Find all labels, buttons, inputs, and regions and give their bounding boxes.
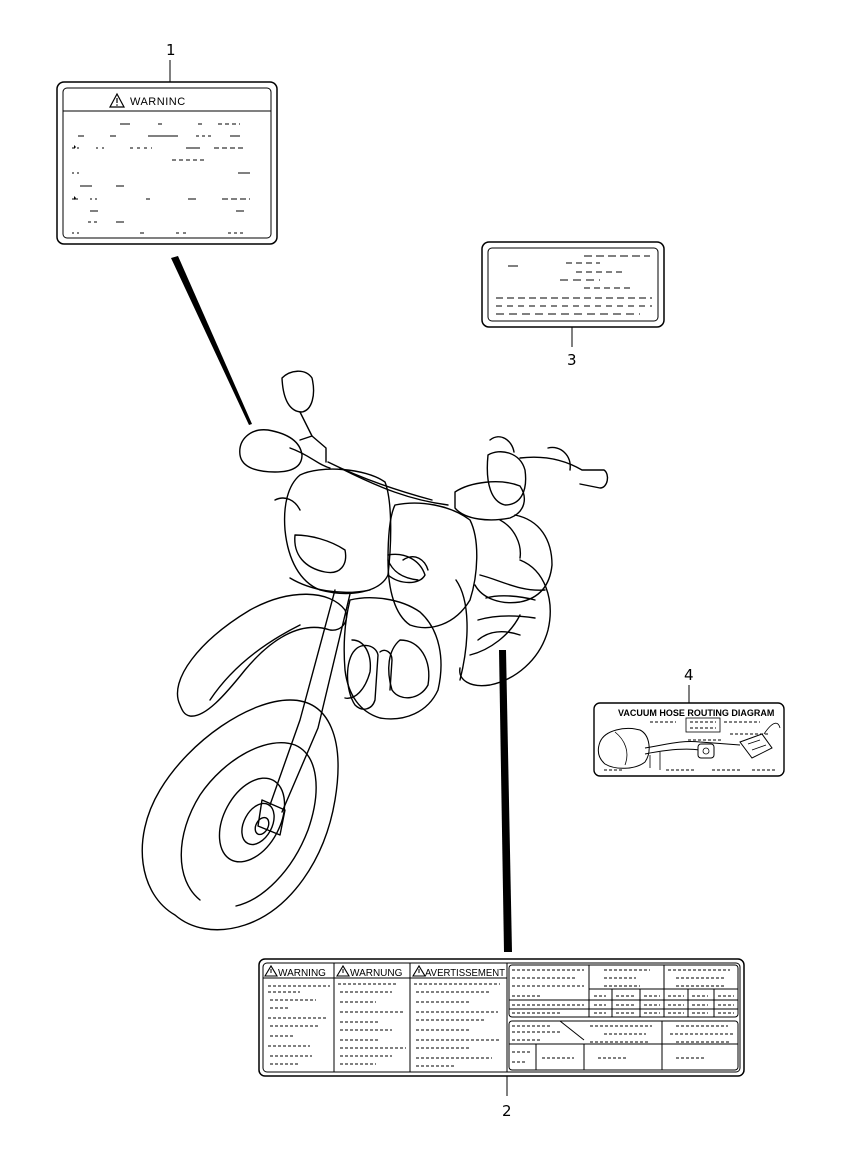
label-2-text-lines xyxy=(268,983,500,1067)
warning-triangle-icon xyxy=(108,92,126,108)
warning-heading-de: WARNUNG xyxy=(350,968,403,979)
callout-number-2: 2 xyxy=(502,1102,512,1120)
warning-triangle-icon xyxy=(264,964,278,977)
tire-info-table xyxy=(508,964,739,1071)
pointer-line-2 xyxy=(499,650,512,952)
warning-label-text-lines xyxy=(72,123,250,234)
callout-number-4: 4 xyxy=(684,666,694,684)
pointer-line-1 xyxy=(171,256,252,425)
motorcycle-illustration xyxy=(141,370,609,931)
label-3[interactable]: 3 xyxy=(481,241,665,369)
warning-heading-fr: AVERTISSEMENT xyxy=(425,968,505,979)
warning-label-title: WARNINC xyxy=(130,96,186,108)
vacuum-hose-schematic xyxy=(597,717,781,771)
vacuum-hose-label-4[interactable]: 4 VACUUM HOSE ROUTING DIAGRAM xyxy=(593,666,785,777)
multi-language-warning-label-2[interactable]: WARNING WARNUNG AVERTISSEMENT xyxy=(258,958,745,1120)
warning-label-1[interactable]: 1 WARNINC xyxy=(56,41,278,245)
label-3-text-lines xyxy=(496,255,652,315)
warning-triangle-icon xyxy=(336,964,350,977)
callout-number-3: 3 xyxy=(567,351,577,369)
warning-triangle-icon xyxy=(412,964,426,977)
callout-number-1: 1 xyxy=(166,41,176,59)
warning-heading-en: WARNING xyxy=(278,968,326,979)
vacuum-label-title: VACUUM HOSE ROUTING DIAGRAM xyxy=(618,708,774,718)
